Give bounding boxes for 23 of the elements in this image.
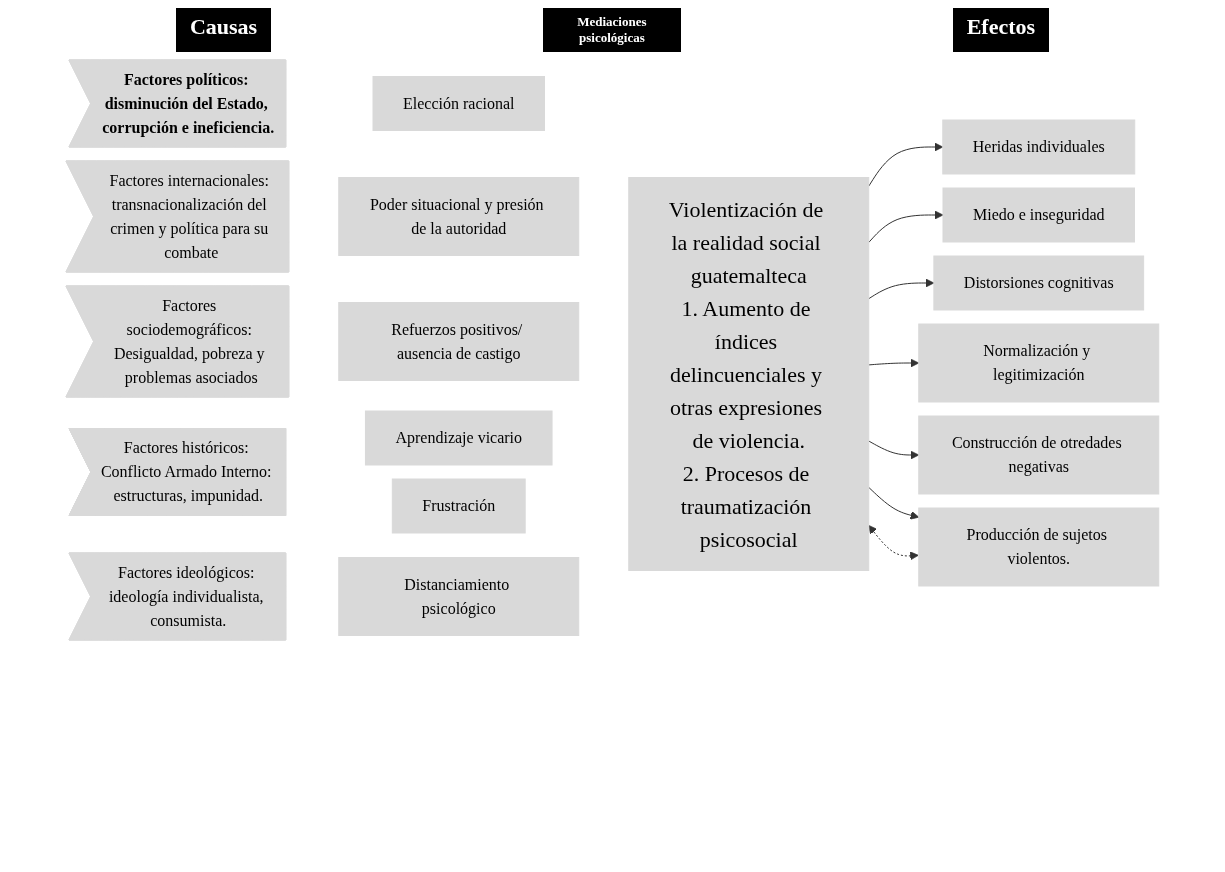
node-box: Construcción de otredades negativas: [918, 415, 1160, 495]
arrow: [868, 486, 920, 520]
node-box: Poder situacional y presión de la autoridad: [338, 177, 580, 256]
arrow: [868, 525, 919, 561]
arrow: [868, 142, 944, 187]
node-box: Frustración: [391, 478, 526, 534]
column-heading: Causas: [175, 8, 272, 52]
node-box: Refuerzos positivos/ ausencia de castigo: [338, 302, 580, 381]
node-box: Distanciamiento psicológico: [338, 557, 580, 636]
arrow: [868, 210, 944, 243]
node-box: Aprendizaje vicario: [365, 410, 553, 466]
node-box: Normalización y legitimización: [918, 323, 1160, 403]
node-box: Producción de sujetos violentos.: [918, 507, 1160, 587]
column-heading: Mediaciones psicológicas: [542, 8, 681, 52]
node-box: Distorsiones cognitivas: [933, 255, 1145, 311]
arrow: [868, 440, 920, 460]
arrow: [868, 358, 920, 368]
node-box: Elección racional: [372, 76, 546, 131]
node-box: Miedo e inseguridad: [942, 187, 1136, 243]
node-box: Heridas individuales: [942, 119, 1136, 175]
arrow: [868, 278, 935, 300]
node-box: Violentización de la realidad social guatemalteca 1. Aumento de índices delincuenciales y otras expresiones de violencia. 2. Procesos de traumatización psicosocial: [628, 177, 870, 571]
column-heading: Efectos: [952, 8, 1050, 52]
